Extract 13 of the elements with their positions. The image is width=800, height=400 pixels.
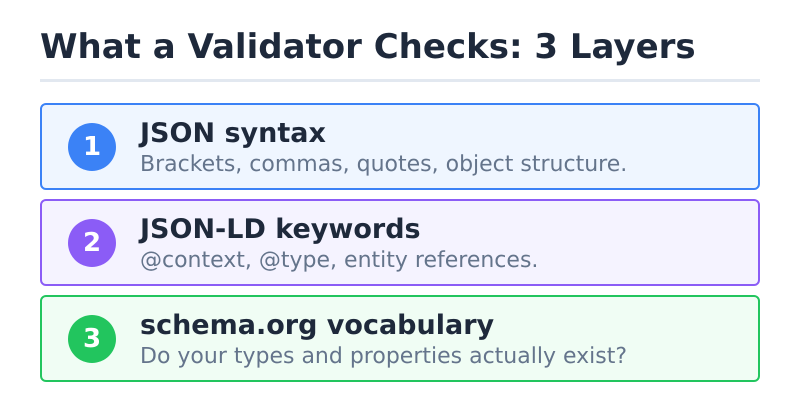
number-circle: 2 [68, 219, 116, 267]
layer-card [40, 295, 760, 382]
layer-heading: JSON-LD keywords [140, 214, 421, 246]
number-circle: 3 [68, 315, 116, 363]
number-circle: 1 [68, 123, 116, 171]
layer-description: Do your types and properties actually exist? [140, 343, 628, 371]
title: What a Validator Checks: 3 Layers [40, 27, 696, 67]
layer-description: Brackets, commas, quotes, object structure. [140, 151, 628, 179]
layer-card [40, 103, 760, 190]
layer-heading: schema.org vocabulary [140, 310, 494, 342]
layer-card [40, 199, 760, 286]
layer-description: @context, @type, entity references. [140, 247, 538, 275]
layer-heading: JSON syntax [140, 118, 326, 150]
